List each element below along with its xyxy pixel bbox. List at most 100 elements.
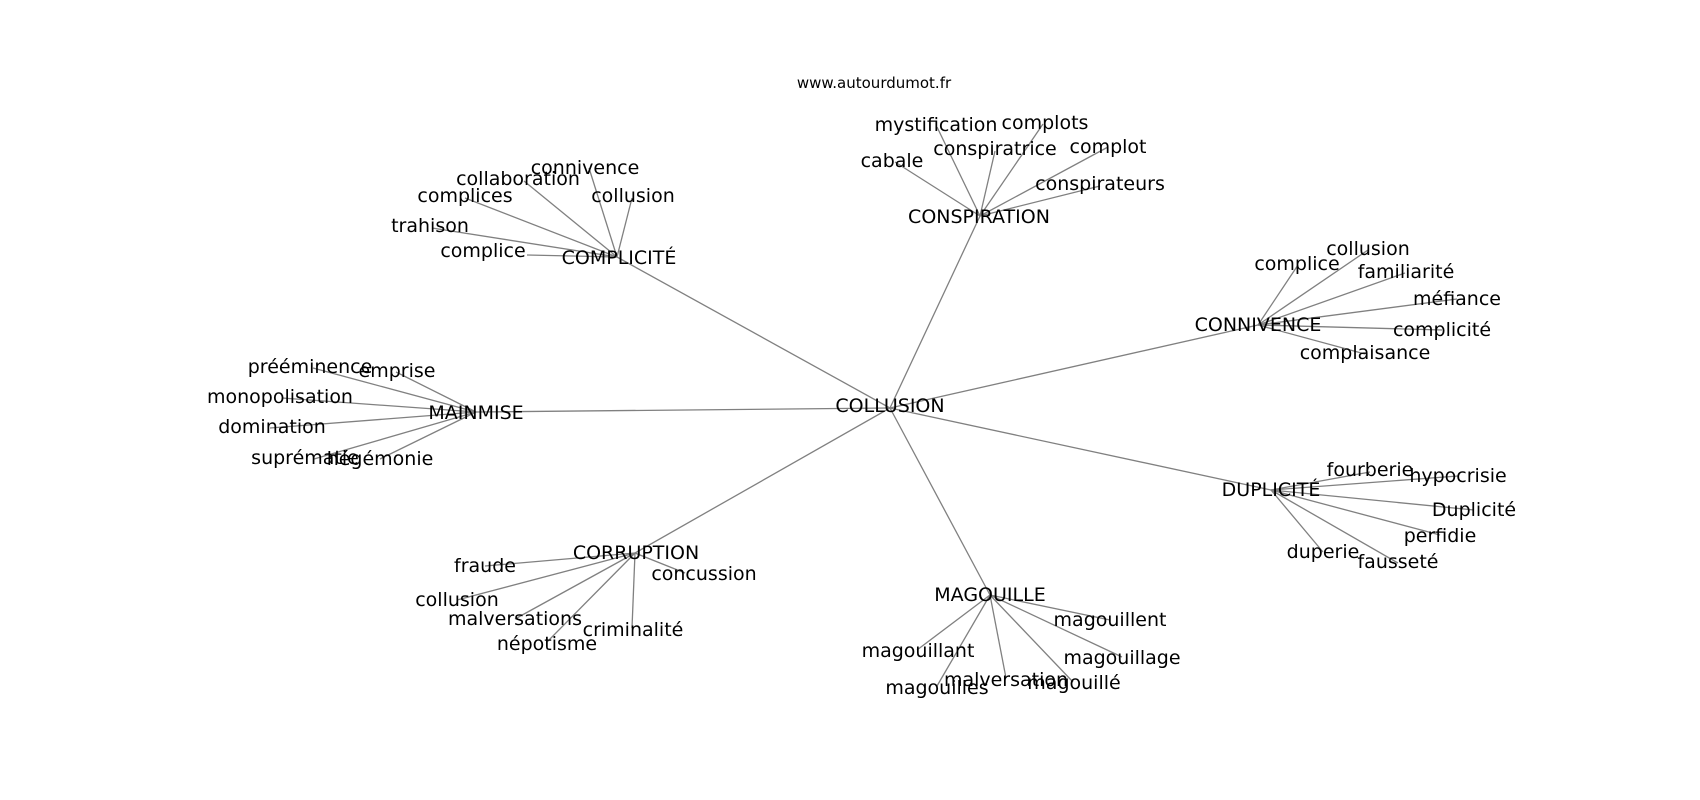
- word-node-label[interactable]: prééminence: [248, 356, 373, 378]
- edge-hub-to-word: [1257, 324, 1366, 355]
- edge-hub-to-word: [395, 371, 477, 413]
- word-node-label[interactable]: familiarité: [1358, 261, 1455, 283]
- source-url: www.autourdumot.fr: [797, 74, 952, 92]
- word-node-label[interactable]: suprématie: [251, 447, 359, 469]
- hub-node-label[interactable]: MAINMISE: [428, 402, 523, 424]
- edge-center-to-hub: [889, 407, 991, 596]
- edge-hub-to-word: [989, 594, 1111, 621]
- edge-hub-to-word: [526, 254, 618, 258]
- word-node-label[interactable]: trahison: [391, 215, 469, 237]
- edge-center-to-hub: [475, 407, 891, 413]
- edge-hub-to-word: [936, 594, 991, 687]
- word-node-label[interactable]: magouillé: [1027, 672, 1120, 694]
- edge-hub-to-word: [894, 161, 981, 217]
- edge-hub-to-word: [312, 367, 477, 413]
- word-node-label[interactable]: fraude: [454, 555, 516, 577]
- edge-hub-to-word: [1270, 489, 1399, 564]
- edge-center-to-hub: [616, 256, 891, 409]
- word-node-label[interactable]: complot: [1070, 136, 1147, 158]
- edge-hub-to-word: [1270, 475, 1459, 491]
- edge-hub-to-word: [936, 126, 981, 217]
- edge-hub-to-word: [588, 167, 618, 258]
- edge-hub-to-word: [989, 594, 1074, 683]
- edge-center-to-hub: [889, 215, 981, 409]
- edge-hub-to-word: [313, 411, 477, 460]
- word-node-label[interactable]: népotisme: [497, 633, 597, 655]
- edge-center-to-hub: [889, 324, 1259, 409]
- edge-hub-to-word: [979, 146, 1109, 217]
- word-node-label[interactable]: emprise: [359, 360, 436, 382]
- hub-node-label[interactable]: CORRUPTION: [573, 542, 699, 564]
- word-node-label[interactable]: malversations: [448, 608, 582, 630]
- edge-hub-to-word: [979, 150, 996, 217]
- edge-hub-to-word: [431, 227, 618, 258]
- word-node-label[interactable]: collusion: [415, 589, 499, 611]
- labels-layer: COLLUSION COMPLICITÉ connivencecollaborati…: [207, 112, 1516, 699]
- edge-hub-to-word: [269, 411, 477, 429]
- word-node-label[interactable]: magouillage: [1063, 647, 1180, 669]
- word-node-label[interactable]: complice: [1254, 253, 1339, 275]
- word-node-label[interactable]: malversation: [944, 669, 1068, 691]
- word-node-label[interactable]: complots: [1002, 112, 1089, 134]
- word-node-label[interactable]: domination: [218, 416, 326, 438]
- edge-hub-to-word: [1270, 489, 1475, 511]
- edge-hub-to-word: [616, 197, 633, 258]
- edge-hub-to-word: [514, 552, 636, 620]
- word-node-label[interactable]: conspirateurs: [1035, 173, 1165, 195]
- edge-hub-to-word: [1257, 249, 1369, 326]
- word-node-label[interactable]: mystification: [875, 114, 998, 136]
- edge-center-to-hub: [634, 407, 891, 554]
- edge-hub-to-word: [1257, 324, 1443, 331]
- hub-node-label[interactable]: DUPLICITÉ: [1222, 478, 1321, 501]
- word-node-label[interactable]: fausseté: [1357, 551, 1438, 573]
- word-node-label[interactable]: connivence: [531, 157, 640, 179]
- edge-hub-to-word: [1257, 264, 1299, 326]
- word-node-label[interactable]: fourberie: [1327, 459, 1414, 481]
- word-node-label[interactable]: concussion: [651, 563, 756, 585]
- word-node-label[interactable]: méfiance: [1413, 288, 1501, 310]
- word-node-label[interactable]: collusion: [1326, 238, 1410, 260]
- edge-hub-to-word: [631, 552, 636, 629]
- edge-hub-to-word: [916, 594, 991, 651]
- edge-hub-to-word: [1257, 272, 1406, 326]
- word-node-label[interactable]: hégémonie: [327, 448, 434, 470]
- edge-center-to-hub: [889, 407, 1272, 491]
- edges-layer: [269, 123, 1475, 687]
- word-node-label[interactable]: magouillent: [1054, 609, 1167, 631]
- word-node-label[interactable]: monopolisation: [207, 386, 353, 408]
- center-node-label[interactable]: COLLUSION: [835, 395, 944, 417]
- word-node-label[interactable]: criminalité: [583, 619, 684, 641]
- edge-hub-to-word: [1270, 471, 1371, 491]
- edge-hub-to-word: [379, 411, 477, 460]
- hub-node-label[interactable]: CONSPIRATION: [908, 206, 1050, 228]
- word-node-label[interactable]: complices: [417, 185, 512, 207]
- word-node-label[interactable]: collusion: [591, 185, 675, 207]
- edge-hub-to-word: [1257, 298, 1458, 326]
- edge-hub-to-word: [464, 197, 618, 258]
- word-node-label[interactable]: complice: [440, 240, 525, 262]
- word-node-label[interactable]: magouilles: [885, 677, 988, 699]
- word-node-label[interactable]: collaboration: [456, 168, 580, 190]
- hub-node-label[interactable]: MAGOUILLE: [934, 584, 1045, 606]
- word-node-label[interactable]: Duplicité: [1432, 499, 1516, 521]
- edge-hub-to-word: [546, 552, 636, 643]
- edge-hub-to-word: [281, 397, 477, 413]
- word-node-label[interactable]: cabale: [861, 150, 924, 172]
- hub-node-label[interactable]: COMPLICITÉ: [562, 246, 677, 269]
- edge-hub-to-word: [989, 594, 1007, 679]
- edge-hub-to-word: [989, 594, 1123, 658]
- word-node-label[interactable]: duperie: [1287, 541, 1360, 563]
- edge-hub-to-word: [456, 552, 636, 601]
- word-node-label[interactable]: perfidie: [1404, 525, 1477, 547]
- edge-hub-to-word: [979, 123, 1044, 217]
- edge-hub-to-word: [484, 552, 636, 567]
- word-node-label[interactable]: conspiratrice: [933, 138, 1056, 160]
- word-node-label[interactable]: complicité: [1393, 319, 1491, 341]
- edge-hub-to-word: [634, 552, 686, 574]
- edge-hub-to-word: [1270, 489, 1324, 553]
- word-node-label[interactable]: hypocrisie: [1409, 465, 1506, 487]
- word-node-label[interactable]: magouillant: [862, 640, 975, 662]
- word-node-label[interactable]: complaisance: [1300, 342, 1431, 364]
- hub-node-label[interactable]: CONNIVENCE: [1195, 314, 1322, 336]
